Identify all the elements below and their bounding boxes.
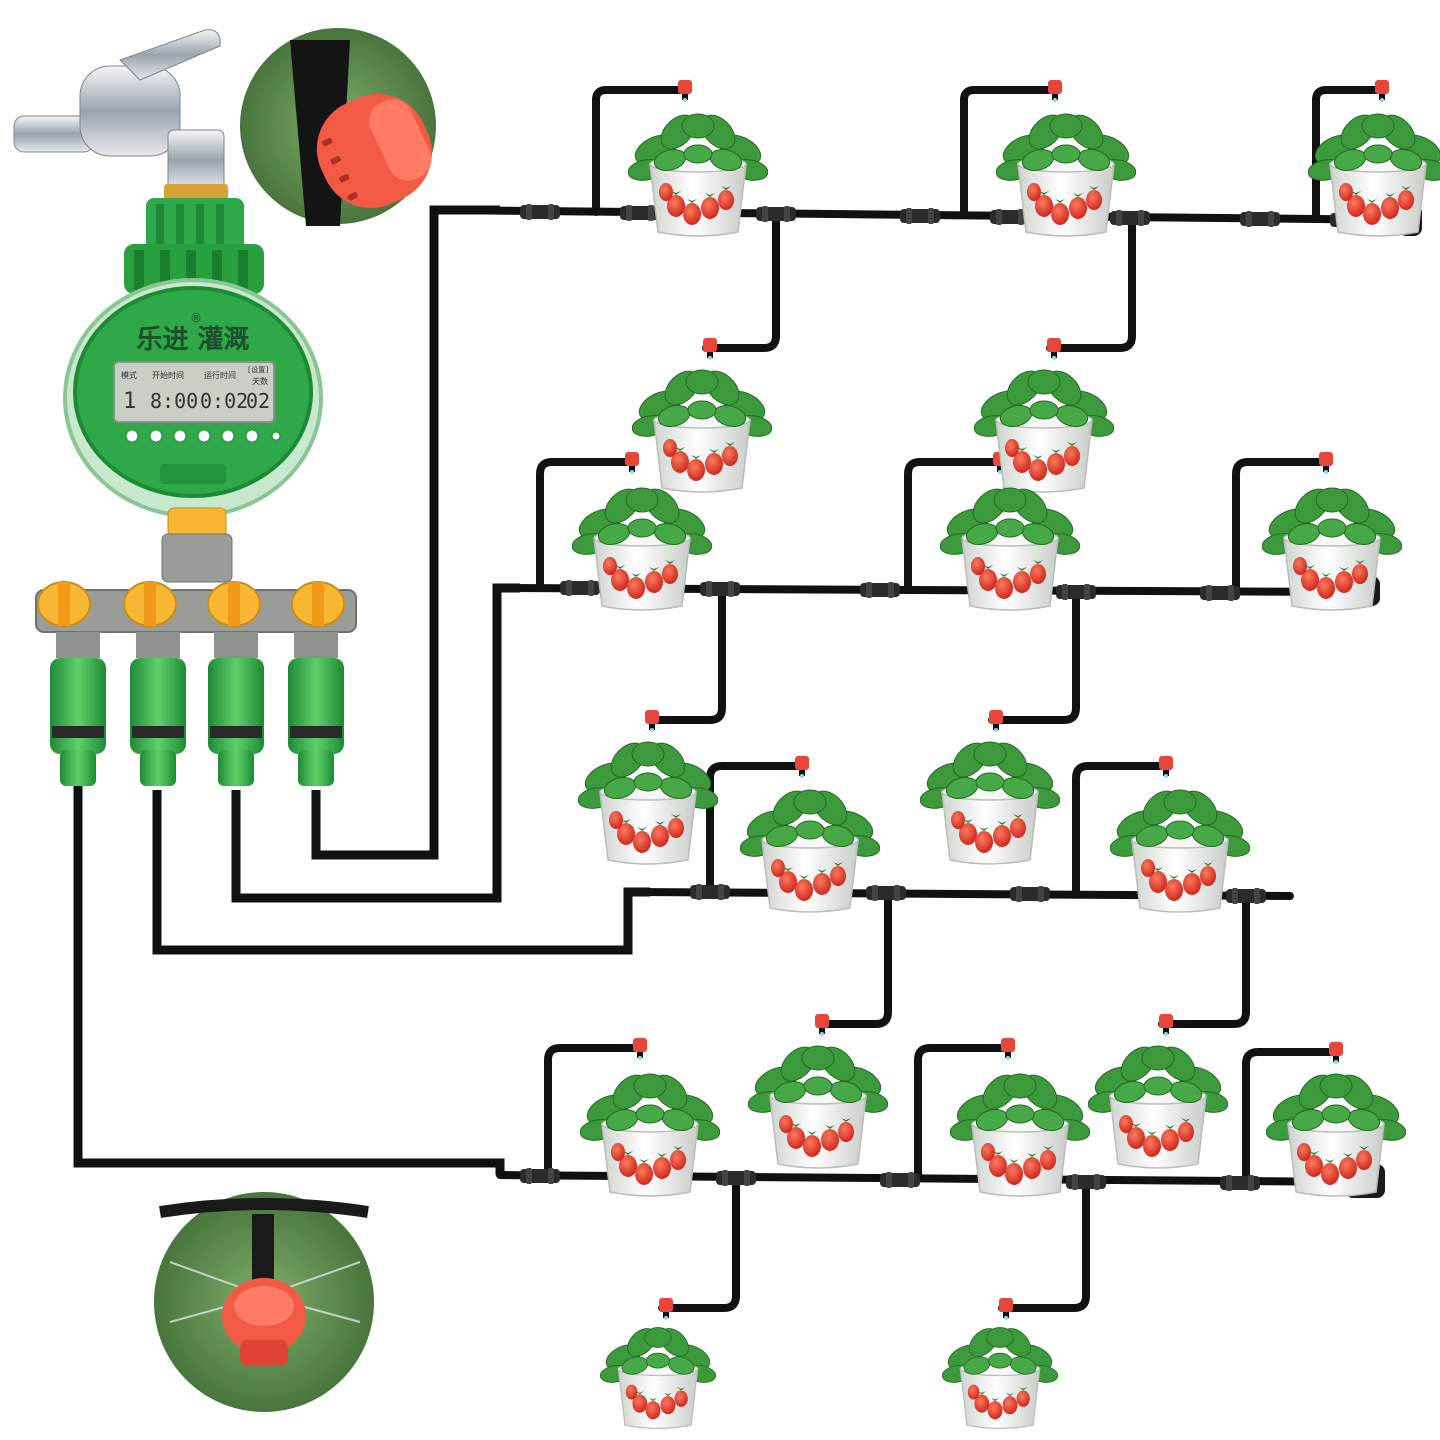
lcd-mode-value: 1: [123, 389, 136, 414]
lcd-day-label: 天数: [252, 376, 268, 386]
timer-brand: 乐进 灌溉: [136, 325, 249, 355]
registered-mark: ®: [190, 311, 202, 325]
lcd-duration-value: 0:02: [200, 389, 248, 413]
hose-outlet-1: [73, 785, 505, 1175]
lcd-mode-label: 模式: [121, 370, 137, 380]
end-cap-icon: [1340, 204, 1422, 1198]
dripper-closeup-icon: [240, 28, 436, 226]
four-way-manifold: [35, 581, 357, 786]
water-timer: 乐进 灌溉 ® 模式 开始时间 运行时间 天数 [设置] 1 8:00 0:02…: [63, 198, 323, 583]
lcd-start-value: 8:00: [150, 389, 198, 413]
lcd-tag: [设置]: [247, 365, 269, 374]
outlet-connectors: [50, 632, 344, 786]
pipe-connectors: [520, 204, 1370, 1191]
timer-buttons[interactable]: [125, 429, 281, 443]
sprinkler-closeup-icon: [154, 1192, 374, 1412]
faucet-icon: [13, 29, 228, 200]
hose-outlet-2: [152, 790, 650, 955]
lcd-days-value: 02: [246, 389, 270, 413]
lcd-duration-label: 运行时间: [204, 370, 236, 380]
hose-outlet-4: [311, 205, 500, 860]
valve-knobs[interactable]: [37, 581, 345, 627]
lcd-screen: [113, 361, 275, 423]
lcd-start-label: 开始时间: [152, 370, 184, 380]
strawberry-pot-icon: [572, 107, 1440, 1430]
